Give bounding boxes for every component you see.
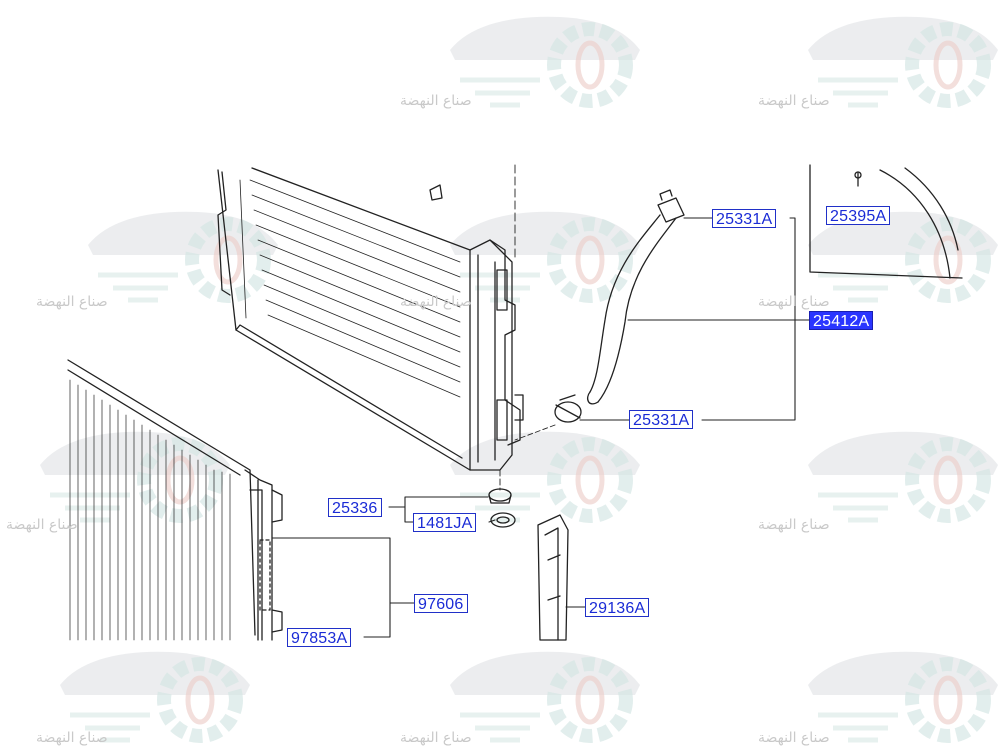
fan-inset bbox=[809, 164, 963, 279]
part-label-1481ja[interactable]: 1481JA bbox=[413, 513, 477, 532]
watermark-logo bbox=[808, 651, 998, 743]
watermark-text: صناع النهضة bbox=[400, 93, 472, 109]
watermark-text: صناع النهضة bbox=[758, 517, 830, 533]
part-label-25331a-top[interactable]: 25331A bbox=[712, 209, 777, 228]
leader-lines bbox=[271, 217, 811, 638]
watermark-text: صناع النهضة bbox=[400, 730, 472, 746]
watermark-text: صناع النهضة bbox=[400, 294, 472, 310]
part-label-25336[interactable]: 25336 bbox=[328, 498, 382, 517]
watermark-logo bbox=[808, 431, 998, 523]
radiator bbox=[217, 164, 524, 491]
watermark-logo bbox=[88, 211, 278, 303]
watermark-text: صناع النهضة bbox=[36, 730, 108, 746]
part-label-97853a[interactable]: 97853A bbox=[287, 628, 352, 647]
watermark-text: صناع النهضة bbox=[758, 93, 830, 109]
part-label-25331a-bottom[interactable]: 25331A bbox=[629, 410, 694, 429]
radiator-cap bbox=[488, 488, 516, 528]
condenser bbox=[67, 359, 283, 641]
watermark-logo bbox=[60, 651, 250, 743]
radiator-hose bbox=[514, 189, 685, 441]
shroud-bracket bbox=[537, 514, 569, 641]
watermark-logo bbox=[450, 651, 640, 743]
watermark-text: صناع النهضة bbox=[36, 294, 108, 310]
part-label-29136a[interactable]: 29136A bbox=[585, 598, 650, 617]
watermark-text: صناع النهضة bbox=[758, 294, 830, 310]
part-label-97606[interactable]: 97606 bbox=[414, 594, 468, 613]
watermark-logo bbox=[808, 16, 998, 108]
watermark-logo bbox=[450, 16, 640, 108]
watermark-text: صناع النهضة bbox=[6, 517, 78, 533]
part-label-25395a[interactable]: 25395A bbox=[826, 206, 891, 225]
watermark-logo bbox=[40, 431, 230, 523]
part-label-25412a[interactable]: 25412A bbox=[809, 311, 874, 330]
watermark-text: صناع النهضة bbox=[758, 730, 830, 746]
